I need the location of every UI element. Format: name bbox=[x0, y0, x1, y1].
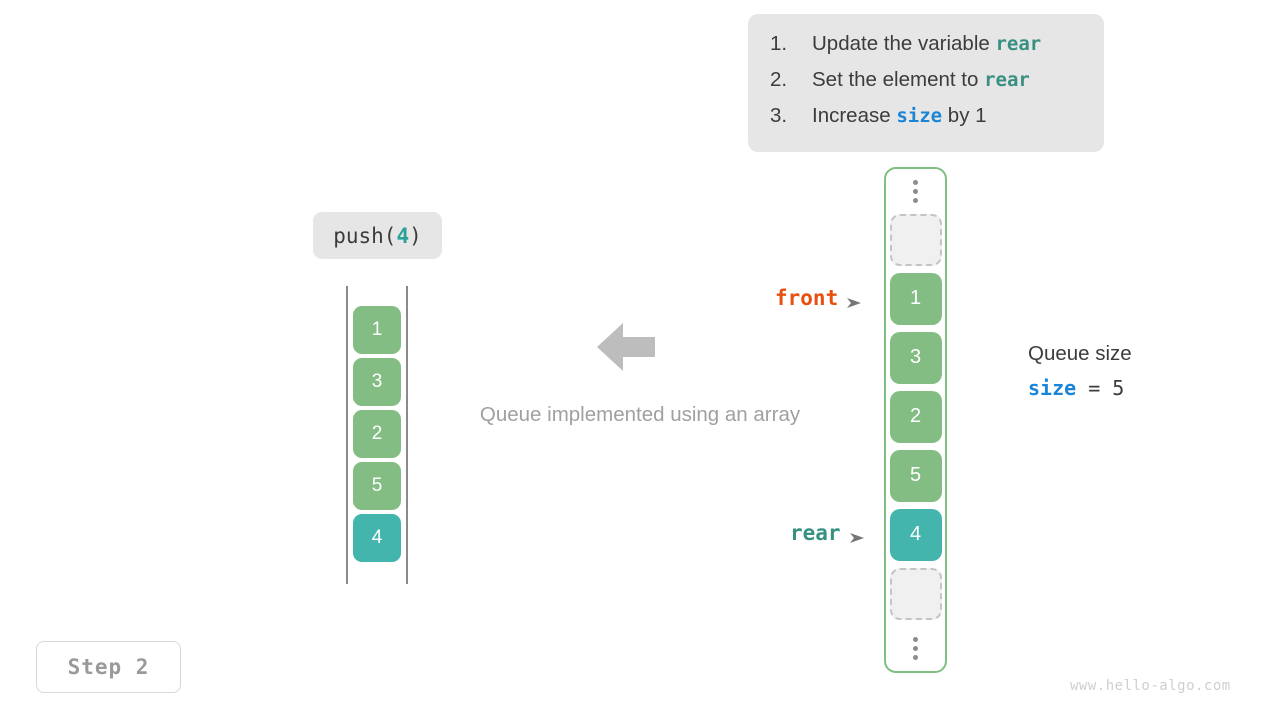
instruction-number: 3. bbox=[770, 104, 788, 127]
size-equals: = bbox=[1076, 376, 1113, 400]
queue-size-title: Queue size bbox=[1028, 342, 1132, 365]
instruction-item-1: 1. Update the variable rear bbox=[748, 32, 1104, 68]
operation-label: push(4) bbox=[313, 212, 442, 259]
queue-size-panel: Queue size size = 5 bbox=[1028, 342, 1132, 400]
instruction-number: 2. bbox=[770, 68, 788, 91]
pointer-arrow-icon bbox=[847, 291, 863, 308]
instruction-code-size: size bbox=[896, 105, 943, 127]
physical-array-cells: 1 3 2 5 4 bbox=[889, 213, 942, 627]
queue-cell-new: 4 bbox=[353, 514, 401, 562]
array-cell: 1 bbox=[889, 272, 942, 325]
rear-pointer-text: rear bbox=[790, 521, 841, 545]
instruction-panel: 1. Update the variable rear 2. Set the e… bbox=[748, 14, 1104, 152]
instruction-code-rear: rear bbox=[995, 33, 1042, 55]
instruction-text: Increase bbox=[812, 104, 897, 127]
diagram-caption: Queue implemented using an array bbox=[479, 403, 801, 426]
size-value: 5 bbox=[1112, 376, 1125, 400]
array-cell-empty bbox=[889, 213, 942, 266]
array-cell: 2 bbox=[889, 390, 942, 443]
operation-paren-close: ) bbox=[409, 223, 422, 248]
instruction-text: Update the variable bbox=[812, 32, 996, 55]
front-pointer-label: front bbox=[775, 286, 863, 310]
logical-queue-cells: 1 3 2 5 4 bbox=[353, 306, 401, 562]
queue-cell: 1 bbox=[353, 306, 401, 354]
queue-cell: 3 bbox=[353, 358, 401, 406]
queue-cell: 2 bbox=[353, 410, 401, 458]
pointer-arrow-icon bbox=[849, 526, 866, 543]
step-badge: Step 2 bbox=[36, 641, 181, 693]
watermark: www.hello-algo.com bbox=[1070, 678, 1231, 694]
operation-name: push( bbox=[333, 223, 397, 248]
front-pointer-text: front bbox=[775, 286, 839, 310]
queue-bracket-left bbox=[346, 286, 348, 584]
instruction-item-3: 3. Increase size by 1 bbox=[748, 104, 1104, 140]
operation-argument: 4 bbox=[396, 223, 410, 248]
queue-cell: 5 bbox=[353, 462, 401, 510]
instruction-item-2: 2. Set the element to rear bbox=[748, 68, 1104, 104]
queue-bracket-right bbox=[406, 286, 408, 584]
rear-pointer-label: rear bbox=[790, 521, 866, 545]
queue-size-expression: size = 5 bbox=[1028, 376, 1132, 400]
array-cell-new: 4 bbox=[889, 508, 942, 561]
array-cell-empty bbox=[889, 567, 942, 620]
instruction-number: 1. bbox=[770, 32, 788, 55]
logical-queue: 1 3 2 5 4 bbox=[346, 286, 408, 584]
instruction-text-post: by 1 bbox=[942, 104, 987, 127]
array-cell: 5 bbox=[889, 449, 942, 502]
ellipsis-top-icon bbox=[913, 169, 918, 214]
instruction-text: Set the element to bbox=[812, 68, 985, 91]
instruction-code-rear: rear bbox=[984, 69, 1030, 91]
left-arrow-icon bbox=[597, 322, 655, 372]
array-cell: 3 bbox=[889, 331, 942, 384]
physical-array: 1 3 2 5 4 bbox=[884, 167, 947, 673]
size-variable-name: size bbox=[1028, 376, 1077, 400]
ellipsis-bottom-icon bbox=[913, 627, 918, 672]
